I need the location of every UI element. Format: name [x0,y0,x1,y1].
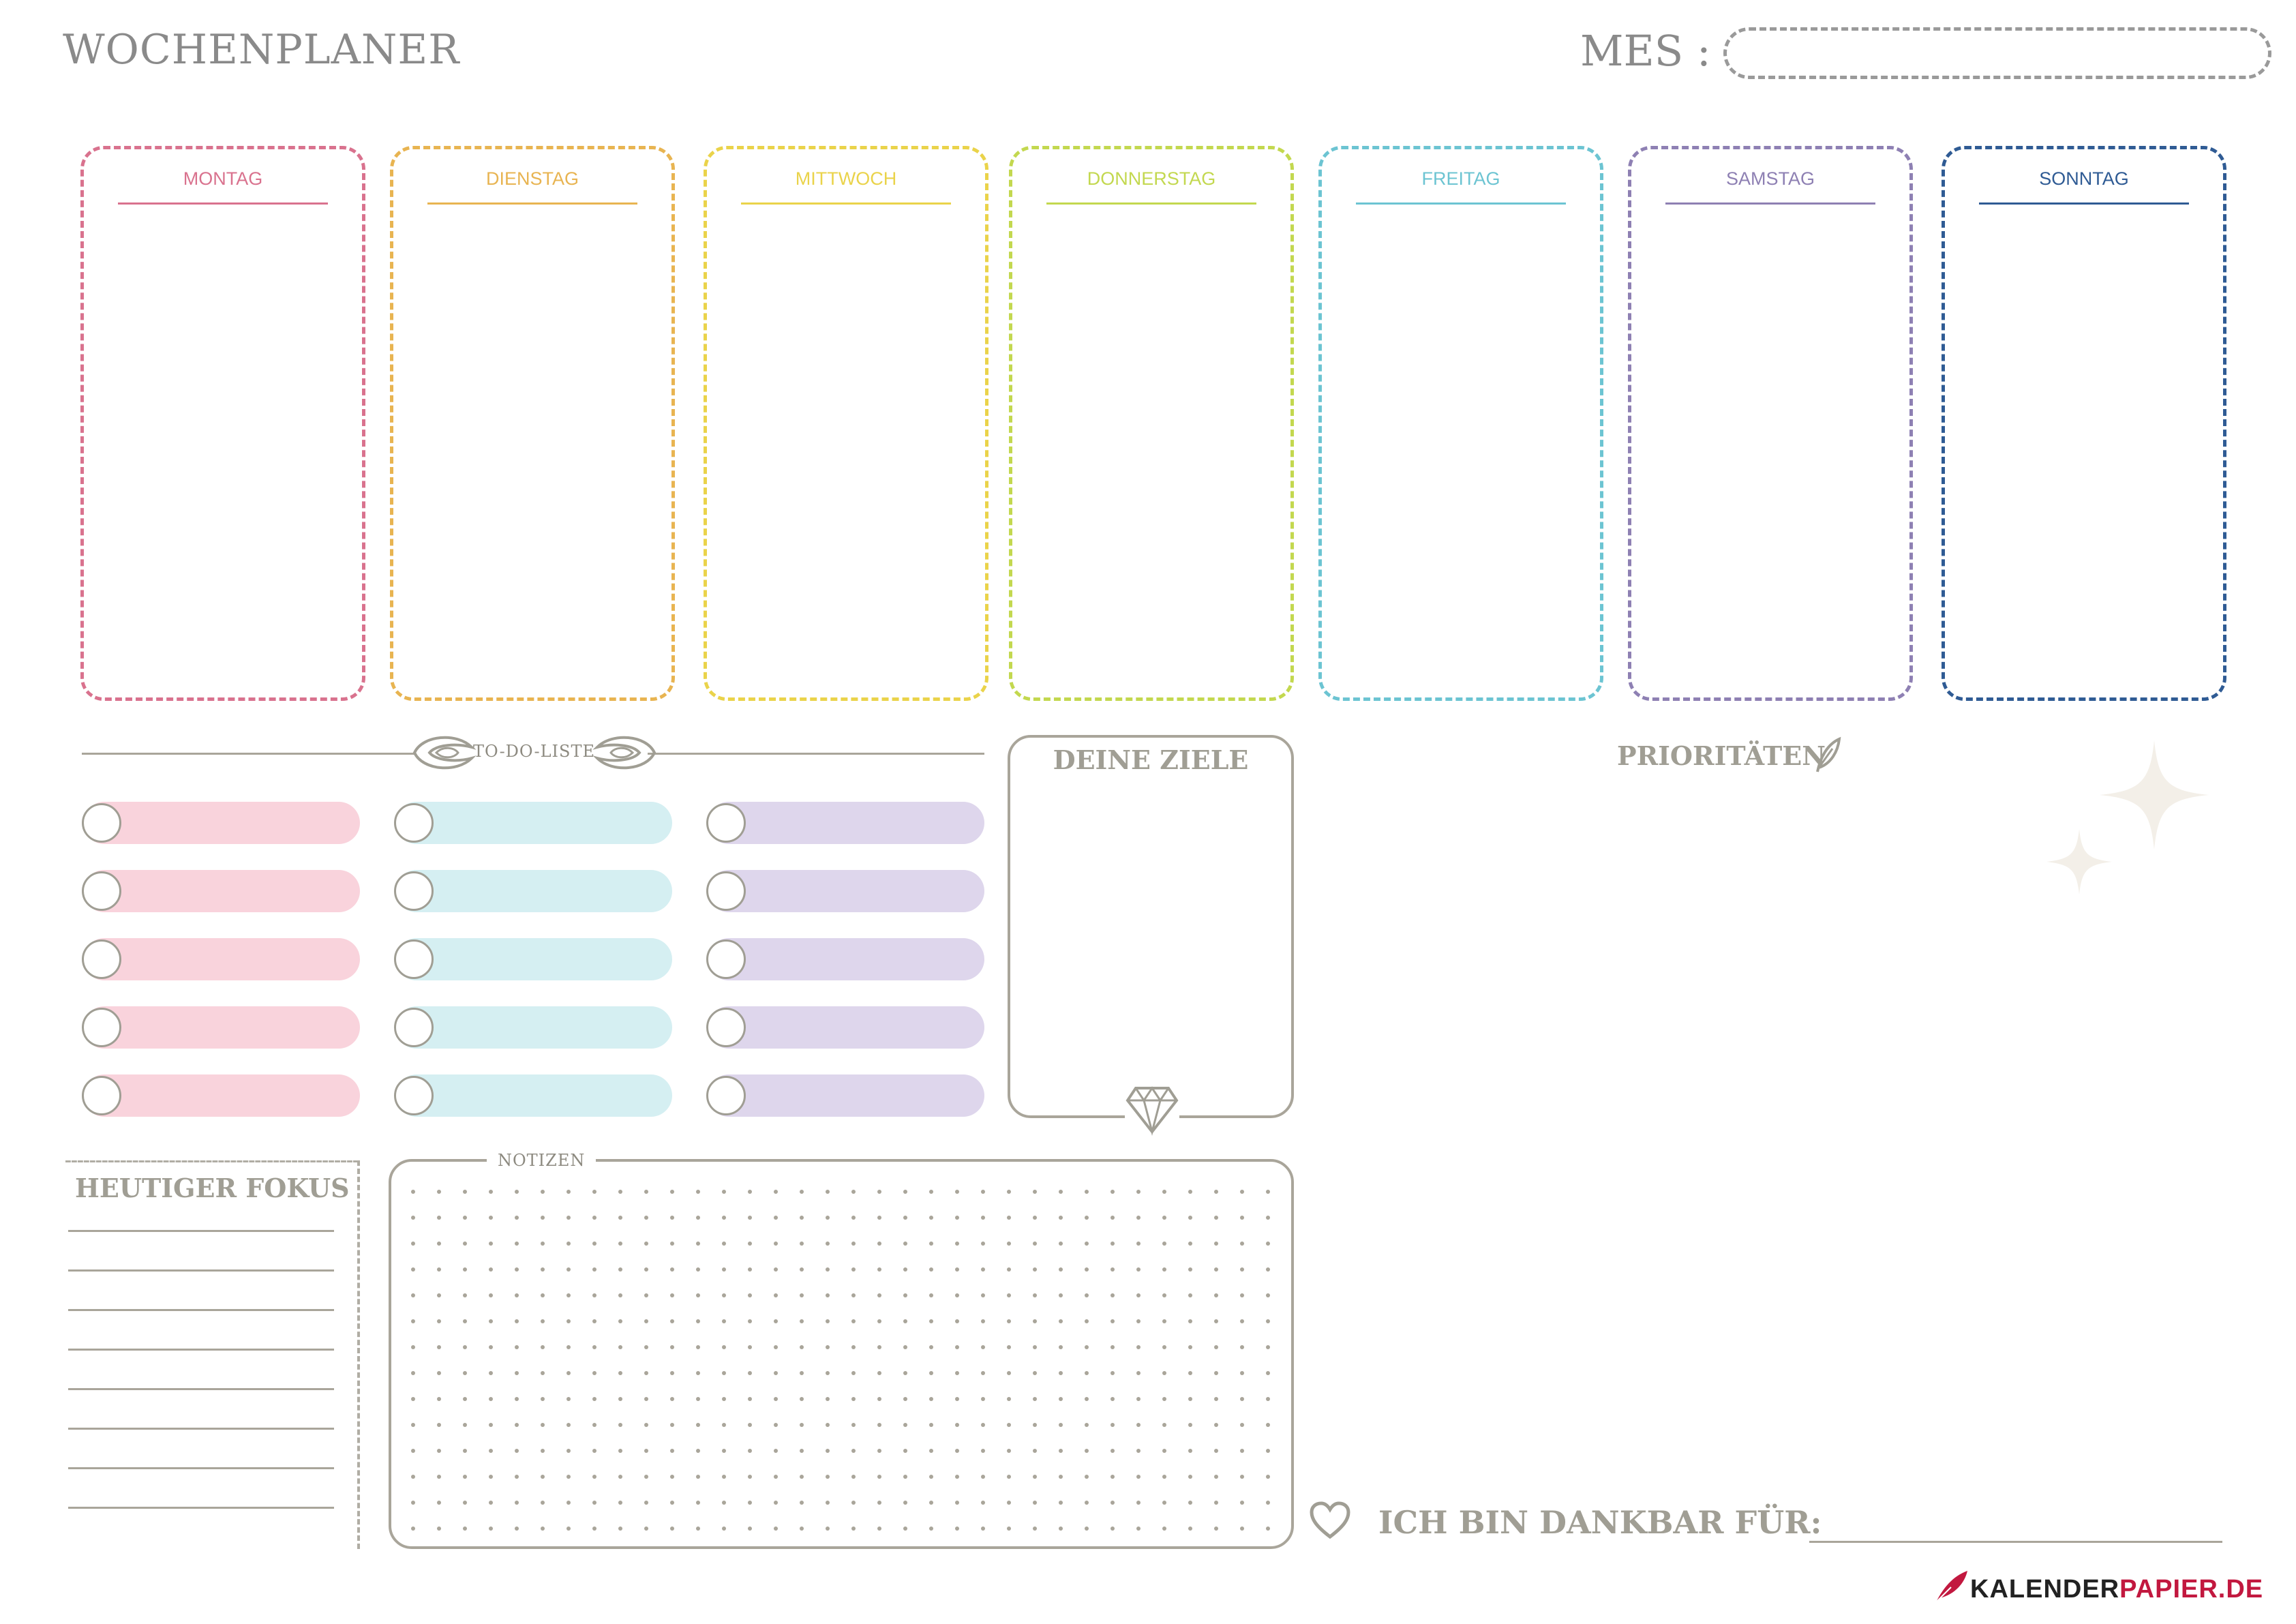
sparkle-icon [2046,740,2209,894]
focus-line[interactable] [68,1309,334,1311]
todo-item-bar[interactable] [708,870,984,912]
gratitude-line[interactable] [1809,1541,2222,1543]
day-label: MITTWOCH [795,168,897,189]
day-underline [1665,202,1875,205]
todo-title: TO-DO-LISTE [473,742,595,761]
todo-checkbox[interactable] [82,871,121,911]
notes-title: NOTIZEN [487,1151,596,1170]
todo-checkbox[interactable] [82,1076,121,1115]
todo-item-bar[interactable] [395,1074,672,1117]
todo-checkbox[interactable] [706,939,746,979]
todo-item-bar[interactable] [708,938,984,980]
feather-icon [1816,736,1841,772]
day-column-tuesday[interactable]: DIENSTAG [390,146,675,701]
brand-part-1: KALENDER [1970,1575,2120,1604]
todo-item-bar[interactable] [395,1006,672,1049]
todo-item-bar[interactable] [395,802,672,844]
todo-item-bar[interactable] [83,938,360,980]
focus-divider-dashed [357,1160,360,1549]
todo-item-bar[interactable] [708,802,984,844]
day-label: SAMSTAG [1725,168,1815,189]
day-column-sunday[interactable]: SONNTAG [1942,146,2226,701]
todo-divider-right [648,753,984,755]
todo-checkbox[interactable] [394,939,434,979]
day-label: FREITAG [1421,168,1500,189]
brand-logo[interactable]: KALENDERPAPIER.DE [1970,1575,2263,1604]
todo-item-bar[interactable] [83,1006,360,1049]
todo-checkbox[interactable] [82,939,121,979]
day-underline [1979,202,2189,205]
day-label: DIENSTAG [485,168,579,189]
focus-top-border [65,1160,359,1162]
focus-line[interactable] [68,1388,334,1390]
day-underline [1356,202,1566,205]
month-label: MES : [1580,26,1711,76]
todo-item-bar[interactable] [83,802,360,844]
day-column-monday[interactable]: MONTAG [80,146,365,701]
todo-checkbox[interactable] [394,803,434,843]
focus-line[interactable] [68,1269,334,1272]
todo-checkbox[interactable] [706,1008,746,1047]
todo-item-bar[interactable] [395,938,672,980]
day-column-friday[interactable]: FREITAG [1318,146,1603,701]
day-underline [1046,202,1256,205]
day-label: SONNTAG [2039,168,2129,189]
dot-grid [411,1190,1270,1531]
todo-item-bar[interactable] [395,870,672,912]
todo-checkbox[interactable] [394,871,434,911]
goals-box[interactable]: DEINE ZIELE [1008,735,1294,1118]
todo-checkbox[interactable] [706,871,746,911]
diamond-icon [1125,1081,1179,1136]
day-underline [741,202,951,205]
day-column-thursday[interactable]: DONNERSTAG [1009,146,1294,701]
rose-ornament-right-icon [592,736,656,770]
quill-logo-icon [1935,1571,1967,1603]
focus-line[interactable] [68,1230,334,1232]
todo-checkbox[interactable] [82,1008,121,1047]
day-underline [118,202,328,205]
todo-item-bar[interactable] [83,870,360,912]
focus-line[interactable] [68,1349,334,1351]
page-title: WOCHENPLANER [63,26,460,74]
todo-checkbox[interactable] [394,1076,434,1115]
todo-checkbox[interactable] [706,1076,746,1115]
day-label: DONNERSTAG [1087,168,1216,189]
brand-part-2: PAPIER.DE [2119,1575,2264,1604]
day-label: MONTAG [183,168,263,189]
todo-checkbox[interactable] [394,1008,434,1047]
gratitude-title: ICH BIN DANKBAR FÜR: [1378,1504,1822,1541]
day-underline [427,202,637,205]
notes-box[interactable] [389,1159,1294,1549]
todo-item-bar[interactable] [708,1074,984,1117]
month-input-box[interactable] [1723,27,2271,79]
rose-ornament-left-icon [412,736,477,770]
todo-item-bar[interactable] [83,1074,360,1117]
priorities-title: PRIORITÄTEN [1617,740,1826,771]
heart-icon [1310,1501,1350,1539]
focus-title: HEUTIGER FOKUS [75,1173,350,1203]
todo-item-bar[interactable] [708,1006,984,1049]
todo-divider-left [82,753,416,755]
todo-checkbox[interactable] [706,803,746,843]
focus-line[interactable] [68,1428,334,1430]
goals-title: DEINE ZIELE [1053,745,1249,775]
day-column-saturday[interactable]: SAMSTAG [1628,146,1913,701]
focus-line[interactable] [68,1507,334,1509]
todo-checkbox[interactable] [82,803,121,843]
day-column-wednesday[interactable]: MITTWOCH [704,146,988,701]
focus-line[interactable] [68,1467,334,1469]
